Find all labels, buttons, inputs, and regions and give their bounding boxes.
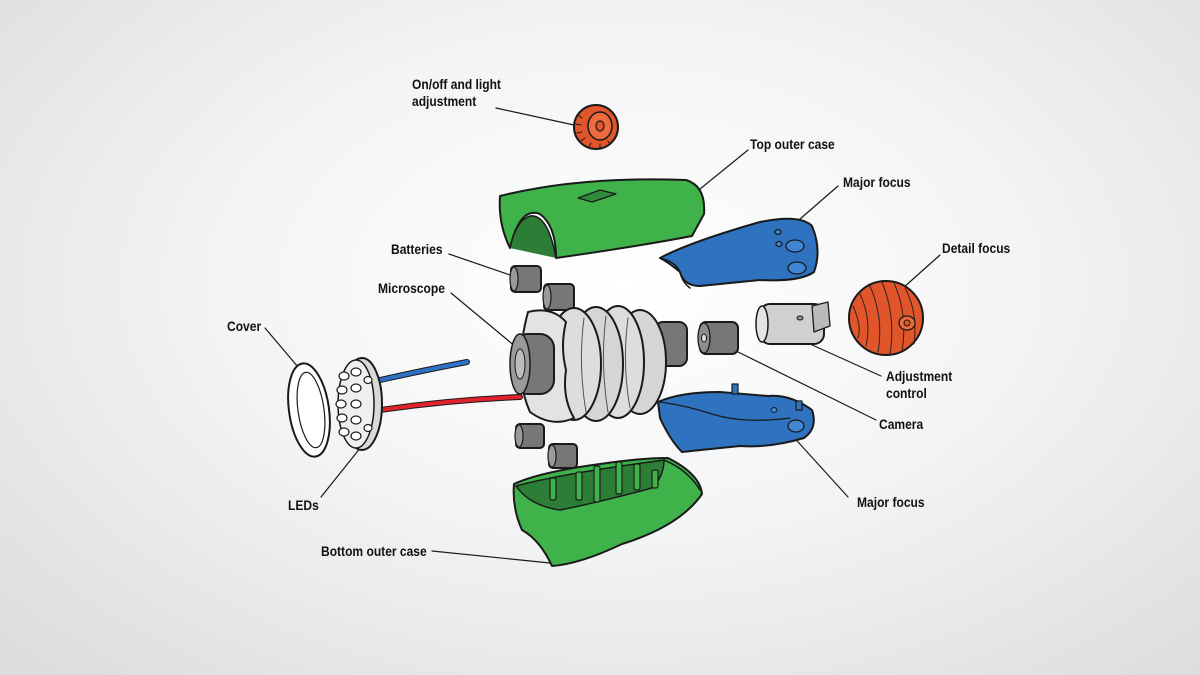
label-major-focus-bottom: Major focus	[857, 494, 925, 510]
label-batteries: Batteries	[391, 241, 443, 257]
label-cover: Cover	[227, 318, 262, 334]
adjustment-control	[755, 301, 831, 345]
bottom-outer-case	[512, 457, 703, 567]
microscope	[509, 305, 688, 423]
label-top-outer-case: Top outer case	[750, 136, 835, 152]
camera-module	[697, 321, 739, 355]
label-major-focus-top: Major focus	[843, 174, 911, 190]
wires	[377, 359, 523, 413]
label-camera: Camera	[879, 416, 924, 432]
label-leds: LEDs	[288, 497, 319, 513]
label-detail-focus: Detail focus	[942, 240, 1011, 256]
detail-focus-sphere	[848, 280, 924, 356]
cover-ring	[287, 362, 331, 458]
major-focus-bottom	[657, 383, 815, 453]
label-microscope: Microscope	[378, 280, 445, 296]
leader-lines	[264, 107, 941, 564]
batteries	[509, 265, 578, 469]
label-bottom-outer-case: Bottom outer case	[321, 543, 427, 559]
led-ring	[335, 357, 383, 451]
major-focus-top	[659, 217, 819, 289]
top-outer-case	[498, 178, 706, 259]
on-off-knob	[573, 104, 619, 150]
